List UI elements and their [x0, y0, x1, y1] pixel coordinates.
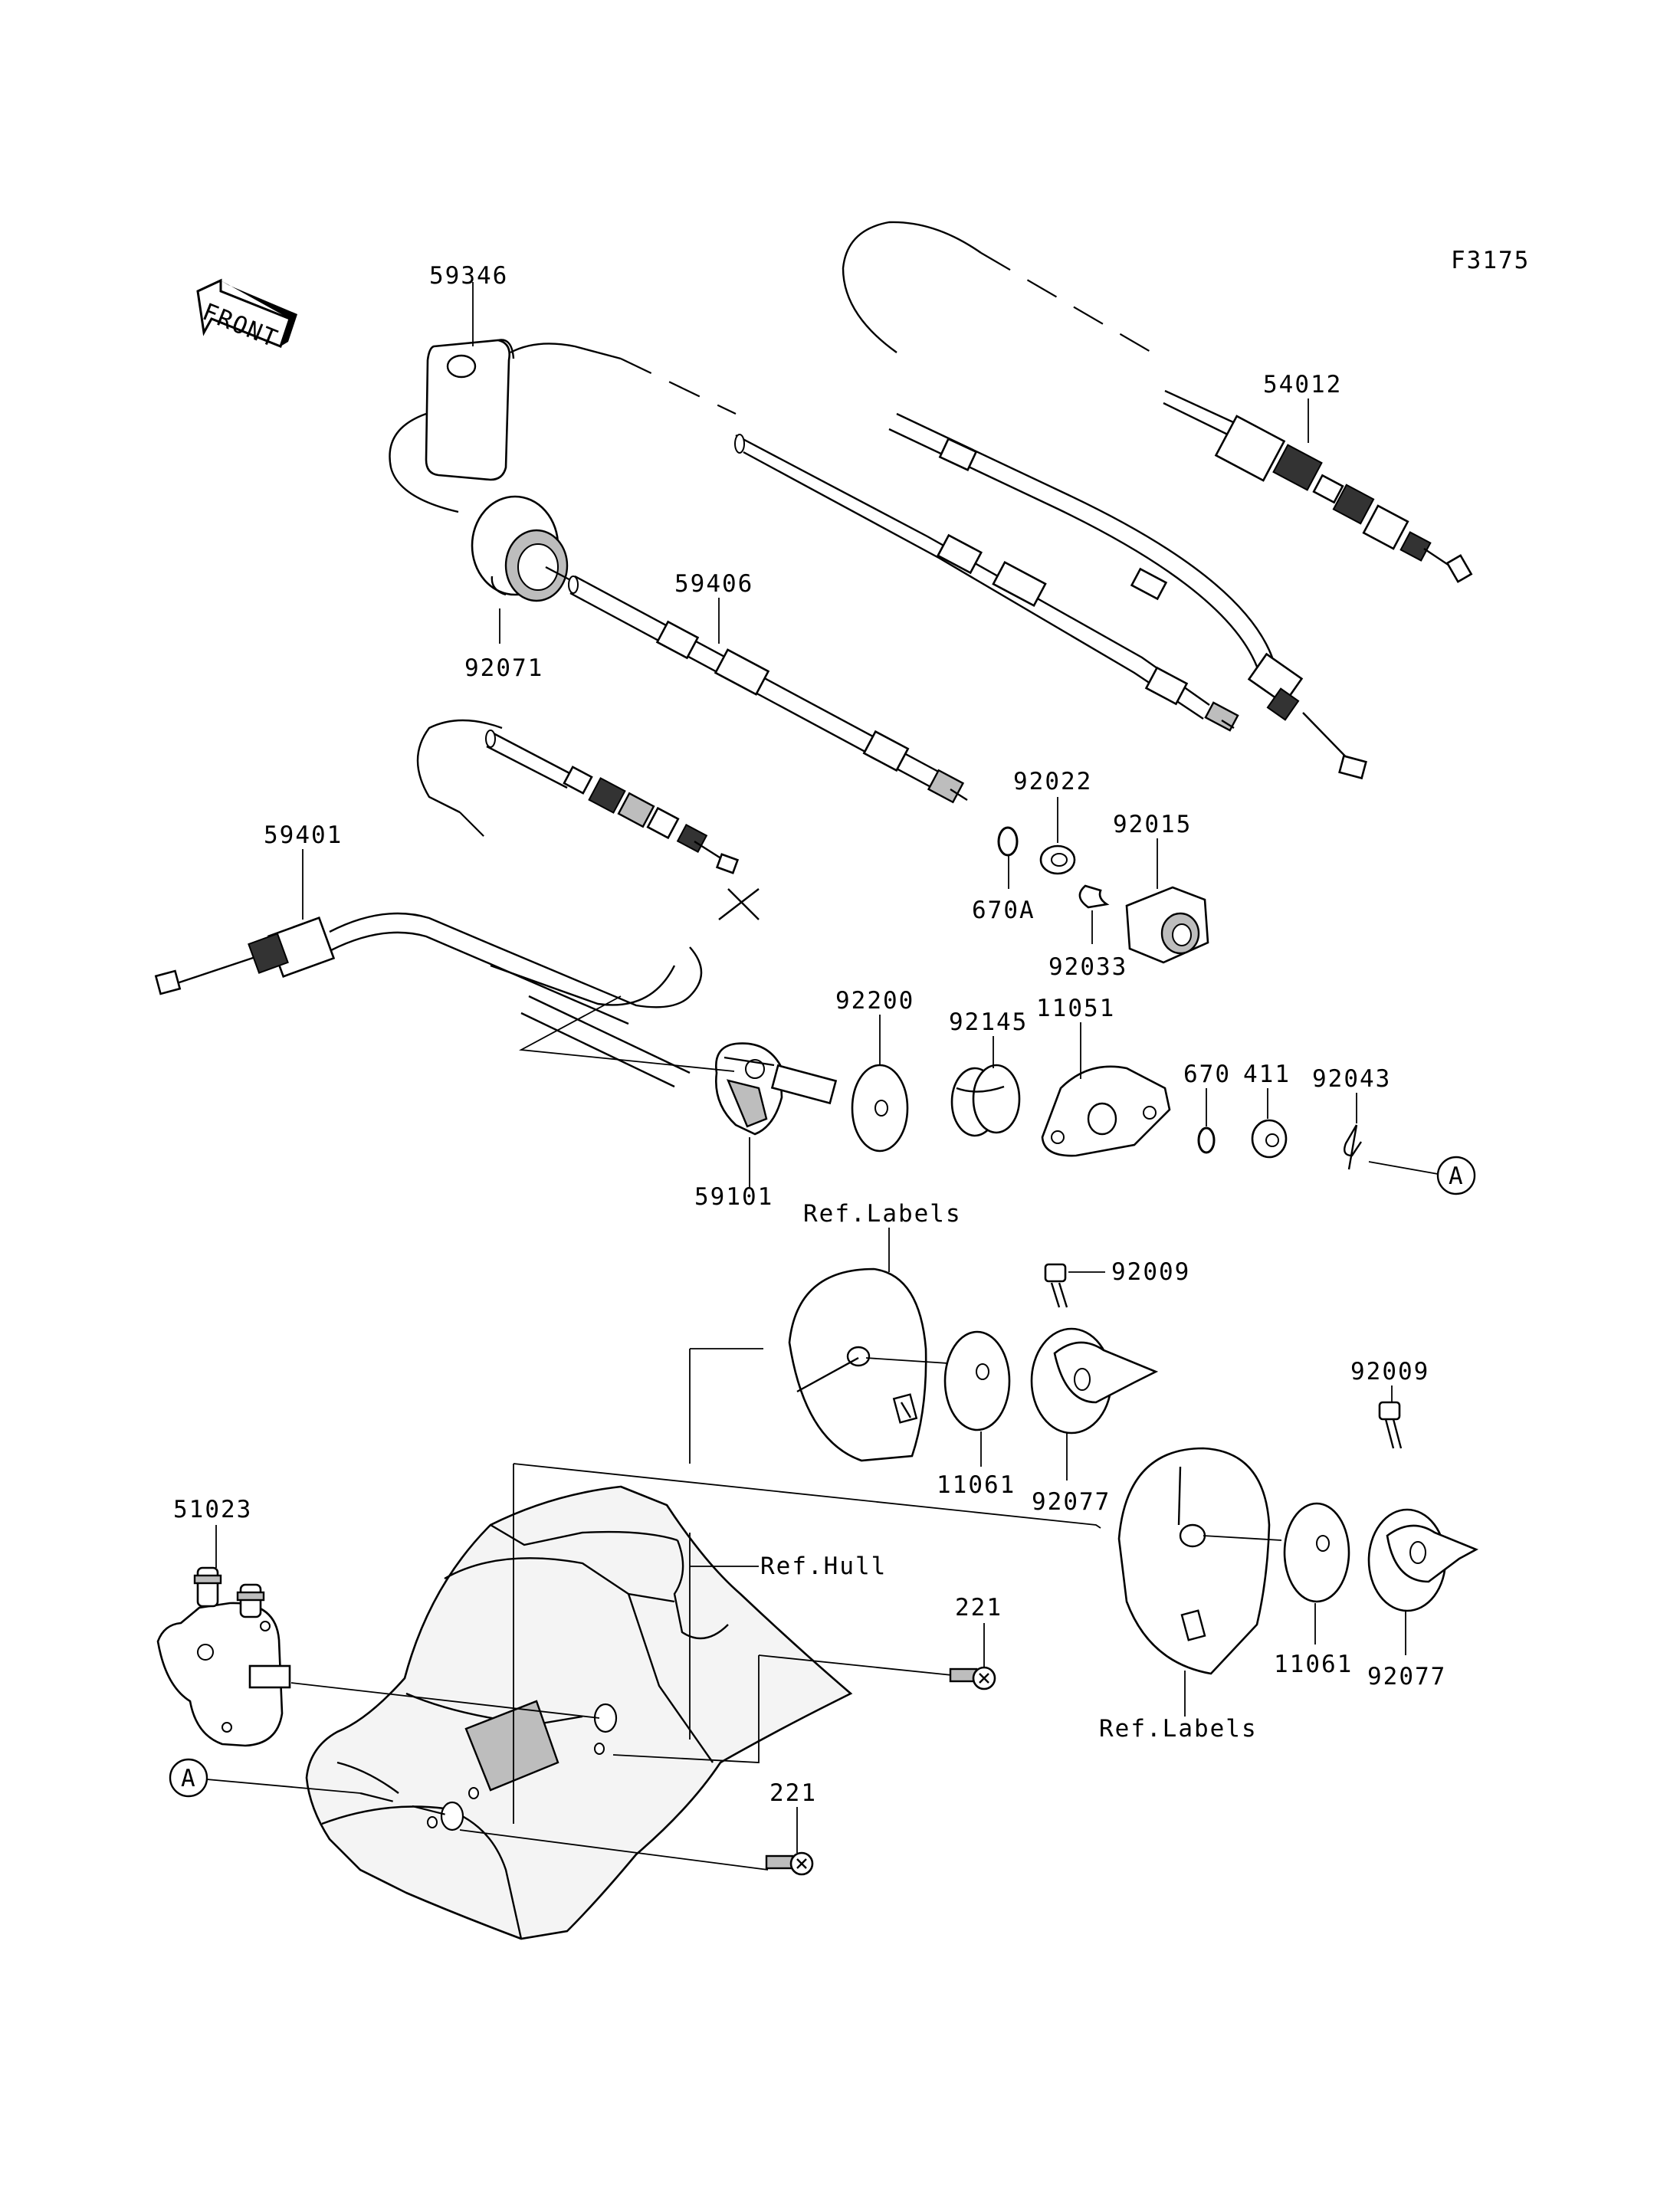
fuel-valve	[156, 1566, 291, 1747]
label-59346: 59346	[429, 262, 508, 290]
cable-54012-end	[1163, 389, 1473, 583]
label-59401: 59401	[264, 821, 343, 849]
valve-to-hull-line	[290, 1682, 600, 1719]
label-92200: 92200	[835, 987, 914, 1015]
bracket-59101	[714, 1042, 838, 1136]
label-59406: 59406	[674, 570, 753, 598]
label-11061-1: 11061	[937, 1471, 1016, 1499]
ref-hull: Ref.Hull	[760, 1553, 887, 1580]
cable-dash-1	[620, 358, 737, 415]
leader-a-left	[206, 1779, 361, 1794]
label-plate-1	[788, 1267, 927, 1462]
knob-92077-2	[1367, 1508, 1479, 1612]
choke-cable	[888, 412, 1367, 780]
clip-92033	[1078, 884, 1110, 909]
callout-a-left	[169, 1758, 208, 1798]
label-411: 411	[1243, 1061, 1291, 1088]
label-221-2: 221	[769, 1779, 817, 1807]
washer-92200	[851, 1064, 909, 1153]
label-670: 670	[1183, 1061, 1231, 1088]
disc-11061-1	[943, 1330, 1011, 1431]
ref-labels-1: Ref.Labels	[803, 1200, 962, 1228]
label-51023: 51023	[173, 1496, 252, 1523]
label-221-1: 221	[955, 1594, 1002, 1622]
callout-a-right	[1436, 1156, 1476, 1195]
cable-loop-left	[389, 412, 459, 513]
label-54012: 54012	[1263, 371, 1342, 398]
cable-59401	[154, 719, 760, 1088]
label-plate-2	[1117, 1447, 1271, 1675]
oring-670A	[997, 826, 1019, 857]
label-670A: 670A	[972, 897, 1035, 924]
label-92071: 92071	[464, 654, 543, 682]
oring-670	[1197, 1126, 1216, 1154]
routing-lines-1	[513, 1348, 763, 1824]
figure-code: F3175	[1451, 247, 1530, 274]
cable-cover-59346	[425, 339, 515, 481]
label-92033: 92033	[1048, 953, 1127, 981]
callout-a-left-text: A	[181, 1765, 197, 1792]
leader-221-1-line	[758, 1654, 953, 1676]
leader-59101-link	[518, 995, 735, 1072]
disc-11061-2	[1283, 1502, 1350, 1603]
label-92043: 92043	[1312, 1065, 1391, 1093]
cable-dash-2	[980, 252, 1166, 361]
screw-221-2	[765, 1851, 814, 1876]
washer-411	[1251, 1119, 1288, 1159]
cable-59406	[545, 566, 968, 804]
link-label-disc-2	[1203, 1535, 1282, 1541]
routing-lines-4	[612, 1655, 760, 1763]
label-92077-1: 92077	[1032, 1488, 1111, 1516]
washer-92022	[1039, 844, 1076, 875]
spring-92145	[950, 1064, 1021, 1137]
knob-92077-1	[1030, 1327, 1159, 1435]
front-arrow-icon: FRONT	[196, 278, 297, 353]
plate-11051	[1041, 1065, 1171, 1157]
label-92009-1: 92009	[1111, 1258, 1190, 1286]
ref-labels-2: Ref.Labels	[1099, 1715, 1258, 1743]
cable-loop-top	[510, 343, 622, 360]
hull	[305, 1485, 853, 1940]
link-label-disc-1	[865, 1357, 960, 1365]
routing-lines-2	[513, 1463, 1101, 1529]
label-92022: 92022	[1013, 768, 1092, 795]
nut-92015	[1125, 886, 1209, 964]
callout-a-right-text: A	[1449, 1162, 1465, 1190]
cable-loop-right	[842, 221, 982, 353]
label-59101: 59101	[694, 1183, 773, 1211]
label-92145: 92145	[949, 1008, 1028, 1036]
label-92077-2: 92077	[1367, 1663, 1446, 1690]
screw-221-1	[949, 1666, 996, 1690]
grommet-92071	[471, 495, 569, 602]
screw-92009-2	[1378, 1401, 1403, 1449]
pin-92043	[1344, 1124, 1362, 1170]
leader-a-left-dash	[359, 1792, 453, 1818]
label-11061-2: 11061	[1274, 1651, 1353, 1678]
leader-221-2-line	[459, 1829, 769, 1871]
label-92009-2: 92009	[1350, 1358, 1429, 1385]
leader-a-right	[1368, 1161, 1439, 1175]
throttle-cable	[734, 434, 1239, 732]
label-11051: 11051	[1036, 995, 1115, 1022]
screw-92009-1	[1044, 1263, 1068, 1308]
label-92015: 92015	[1113, 811, 1192, 838]
